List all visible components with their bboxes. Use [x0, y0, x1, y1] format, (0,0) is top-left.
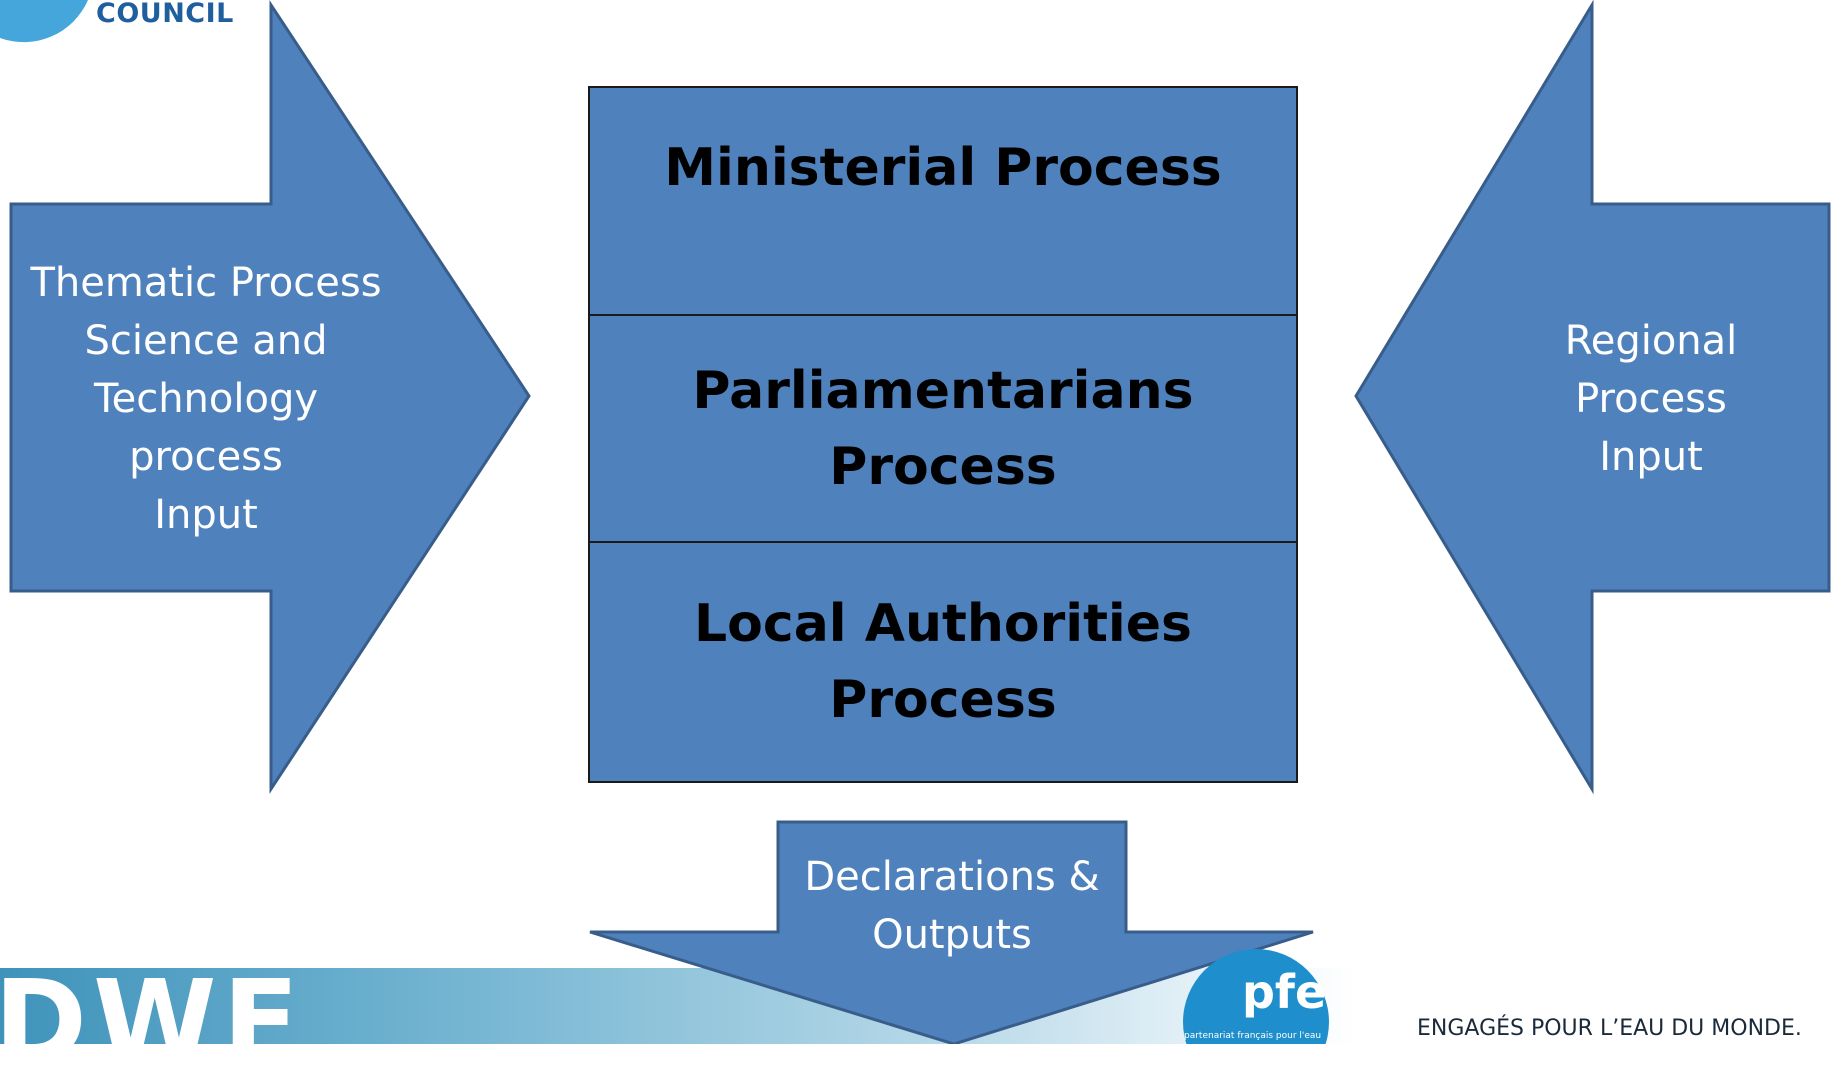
dwf-logo-text: DWF — [0, 957, 306, 1087]
pfe-logo-text: pfe — [1242, 965, 1327, 1019]
pfe-logo-circle — [1183, 949, 1329, 1044]
left-arrow-shape — [9, 0, 531, 795]
parliamentarians-process-line-2: Process — [829, 436, 1057, 497]
ministerial-process-line-1: Ministerial Process — [664, 138, 1222, 198]
left-arrow-label: Thematic Process Science and Technology … — [18, 254, 394, 544]
bottom-arrow-shape — [589, 820, 1314, 1044]
right-arrow-line-3: Input — [1599, 434, 1703, 480]
parliamentarians-process-box: Parliamentarians Process — [588, 314, 1298, 543]
bottom-arrow-label: Declarations & Outputs — [780, 848, 1124, 964]
bottom-arrow-line-2: Outputs — [872, 912, 1032, 958]
left-arrow-line-3: Technology — [93, 376, 319, 422]
bottom-arrow-line-1: Declarations & — [804, 854, 1100, 900]
diagram-canvas — [0, 0, 1831, 1044]
local-authorities-process-line-2: Process — [829, 670, 1057, 730]
left-arrow-line-2: Science and — [84, 318, 328, 364]
council-logo-text: COUNCIL — [96, 0, 234, 29]
local-authorities-process-box: Local Authorities Process — [588, 541, 1298, 783]
footer-tagline: ENGAGÉS POUR L’EAU DU MONDE. — [1417, 1016, 1802, 1041]
right-arrow-shape — [1354, 0, 1831, 795]
right-arrow-label: Regional Process Input — [1511, 312, 1791, 486]
world-water-council-logo-mark — [0, 0, 88, 43]
ministerial-process-box: Ministerial Process — [588, 86, 1298, 316]
parliamentarians-process-line-1: Parliamentarians — [692, 360, 1194, 421]
left-arrow-line-4: process — [129, 434, 283, 480]
right-arrow-line-1: Regional — [1564, 318, 1738, 364]
left-arrow-line-1: Thematic Process — [30, 260, 382, 306]
right-arrow-line-2: Process — [1575, 376, 1727, 422]
pfe-logo-subtext: partenariat français pour l'eau — [1184, 1031, 1322, 1041]
left-arrow-line-5: Input — [154, 492, 258, 538]
local-authorities-process-line-1: Local Authorities — [694, 594, 1192, 654]
